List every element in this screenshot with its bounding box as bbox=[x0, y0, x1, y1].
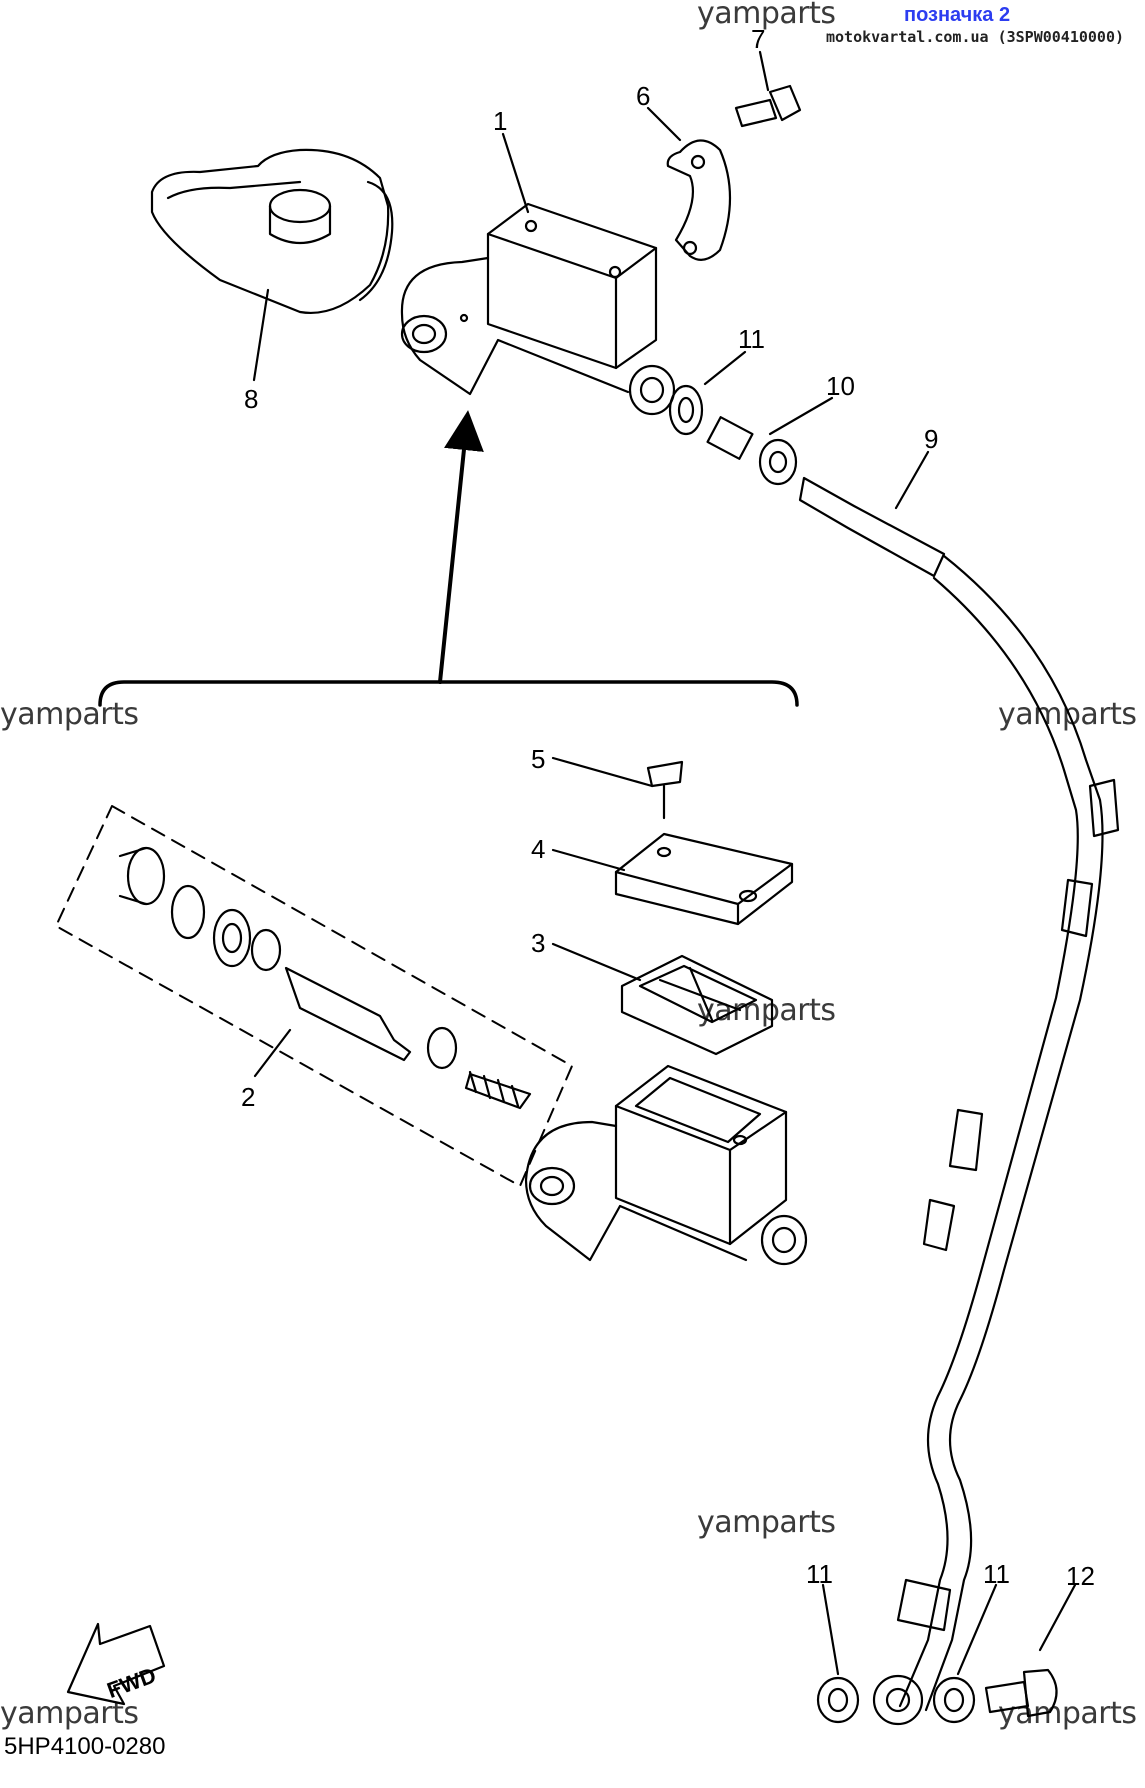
leader-line bbox=[894, 450, 930, 510]
leader-line bbox=[646, 106, 682, 142]
callout-7: 7 bbox=[751, 24, 766, 54]
leader-line bbox=[956, 1583, 998, 1676]
bolt-part bbox=[734, 84, 802, 128]
master-cylinder-part bbox=[400, 202, 676, 416]
leader-line bbox=[501, 132, 530, 214]
brake-hose-part bbox=[798, 476, 1120, 1712]
reservoir-cap-part bbox=[614, 832, 794, 926]
callout-6: 6 bbox=[636, 81, 651, 111]
watermark: yamparts bbox=[697, 0, 836, 31]
callout-11: 11 bbox=[738, 324, 765, 354]
union-bolt-part bbox=[706, 416, 798, 486]
watermark: yamparts bbox=[998, 1696, 1137, 1731]
badge-label: позначка 2 bbox=[904, 4, 1011, 26]
watermark: yamparts bbox=[697, 993, 836, 1028]
leader-line bbox=[821, 1583, 840, 1676]
union-bolt-part bbox=[984, 1668, 1058, 1718]
fwd-arrow-icon bbox=[66, 1622, 166, 1706]
gasket-part bbox=[816, 1676, 860, 1724]
gasket-part bbox=[932, 1676, 976, 1724]
leader-line bbox=[551, 942, 642, 982]
watermark: yamparts bbox=[0, 697, 139, 732]
callout-2: 2 bbox=[241, 1082, 256, 1112]
diagram-code: 5HP4100-0280 bbox=[4, 1733, 166, 1760]
callout-11: 11 bbox=[983, 1559, 1010, 1589]
callout-9: 9 bbox=[924, 424, 939, 454]
master-cylinder-body-part bbox=[524, 1064, 808, 1266]
leader-line bbox=[768, 396, 834, 436]
kit-part bbox=[55, 805, 573, 1187]
arrow-line bbox=[438, 410, 484, 684]
callout-10: 10 bbox=[826, 371, 855, 401]
gasket-part bbox=[668, 384, 704, 436]
bracket bbox=[98, 680, 799, 707]
cover-part bbox=[150, 148, 394, 314]
callout-8: 8 bbox=[244, 384, 259, 414]
leader-line bbox=[551, 848, 626, 872]
callout-11: 11 bbox=[806, 1559, 833, 1589]
callout-3: 3 bbox=[531, 928, 546, 958]
leader-line bbox=[551, 756, 654, 788]
banjo-fitting-part bbox=[872, 1674, 924, 1726]
holder-part bbox=[666, 139, 732, 261]
callout-12: 12 bbox=[1066, 1561, 1095, 1591]
leader-line bbox=[253, 1028, 292, 1078]
leader-line bbox=[758, 50, 770, 92]
callout-5: 5 bbox=[531, 744, 546, 774]
leader-line bbox=[1038, 1583, 1077, 1652]
leader-line bbox=[703, 350, 747, 386]
diaphragm-part bbox=[620, 954, 774, 1056]
leader-line bbox=[252, 288, 270, 382]
callout-4: 4 bbox=[531, 834, 546, 864]
source-label: motokvartal.com.ua (3SPW00410000) bbox=[826, 28, 1125, 46]
watermark: yamparts bbox=[998, 697, 1137, 732]
watermark: yamparts bbox=[697, 1505, 836, 1540]
screw-part bbox=[646, 760, 684, 820]
callout-1: 1 bbox=[493, 106, 508, 136]
